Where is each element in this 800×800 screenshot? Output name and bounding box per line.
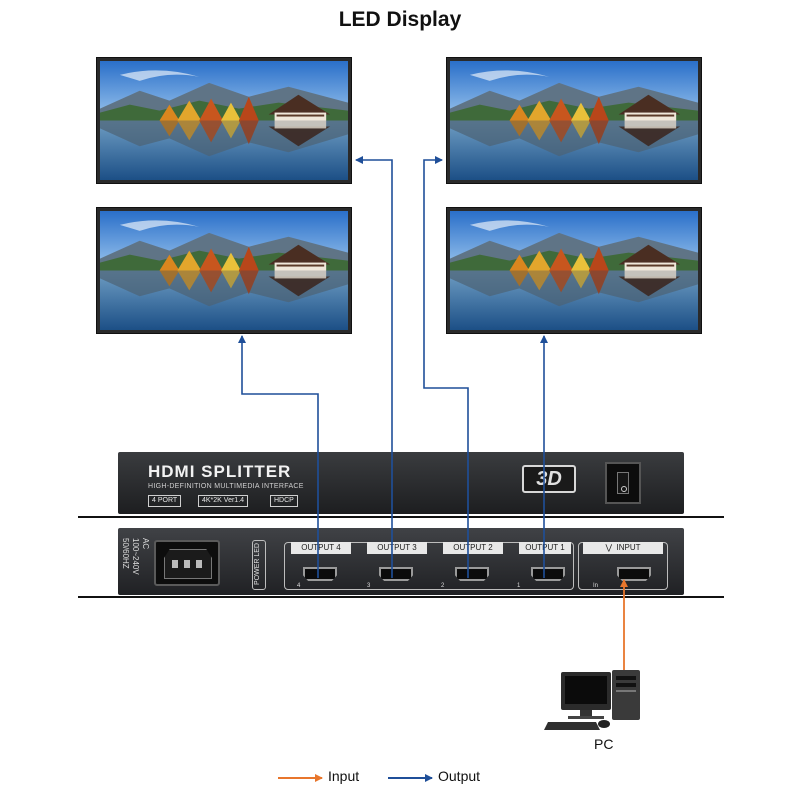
output-num-2: 2 (441, 583, 445, 589)
diagram-title: LED Display (338, 8, 462, 31)
led-display-top-right (446, 57, 702, 184)
device-name: HDMI SPLITTER (148, 462, 292, 481)
output-panel: OUTPUT 4 OUTPUT 3 OUTPUT 2 OUTPUT 1 4 3 … (284, 542, 574, 590)
legend-input-label: Input (328, 768, 360, 784)
chevron-down-icon: ⋁ (605, 543, 617, 552)
power-switch[interactable] (605, 462, 641, 504)
output-label-3: OUTPUT 3 (367, 542, 427, 554)
output-num-1: 1 (517, 583, 521, 589)
device-shelf-bottom (78, 596, 724, 598)
hdmi-splitter-front: HDMI SPLITTER HIGH-DEFINITION MULTIMEDIA… (118, 452, 684, 514)
device-subtitle: HIGH-DEFINITION MULTIMEDIA INTERFACE (148, 483, 304, 490)
led-display-top-left (96, 57, 352, 184)
device-tag-ports: 4 PORT (148, 495, 182, 507)
pc-icon (544, 670, 640, 730)
device-tag-resolution: 4K*2K Ver1.4 (198, 495, 249, 507)
output-label-4: OUTPUT 4 (291, 542, 351, 554)
led-display-bottom-right (446, 207, 702, 334)
power-spec-label: AC 100~240V 50/60HZ (121, 538, 150, 575)
input-num: In (593, 583, 599, 589)
socket-pin (184, 560, 190, 568)
device-tag-hdcp: HDCP (270, 495, 298, 507)
output-num-3: 3 (367, 583, 371, 589)
hdmi-output-port-2[interactable] (455, 567, 489, 581)
legend-output-label: Output (438, 768, 481, 784)
device-shelf-top (78, 516, 724, 518)
hdmi-output-port-1[interactable] (531, 567, 565, 581)
hdmi-output-port-3[interactable] (379, 567, 413, 581)
input-label: ⋁ INPUT (583, 542, 663, 554)
power-switch-icon (617, 472, 629, 494)
output-label-2: OUTPUT 2 (443, 542, 503, 554)
3d-badge: 3D (522, 465, 576, 493)
input-label-text: INPUT (616, 543, 641, 552)
led-display-bottom-left (96, 207, 352, 334)
power-led-panel: POWER LED (252, 540, 266, 590)
output-label-1: OUTPUT 1 (519, 542, 571, 554)
socket-pin (172, 560, 178, 568)
power-socket-icon[interactable] (154, 540, 220, 586)
power-led-label: POWER LED (254, 543, 261, 586)
hdmi-splitter-back: AC 100~240V 50/60HZ POWER LED OUTPUT 4 O… (118, 528, 684, 595)
hdmi-output-port-4[interactable] (303, 567, 337, 581)
socket-pin (196, 560, 202, 568)
hdmi-input-port[interactable] (617, 567, 651, 581)
output-num-4: 4 (297, 583, 301, 589)
input-panel: ⋁ INPUT In (578, 542, 668, 590)
pc-label: PC (594, 736, 614, 752)
